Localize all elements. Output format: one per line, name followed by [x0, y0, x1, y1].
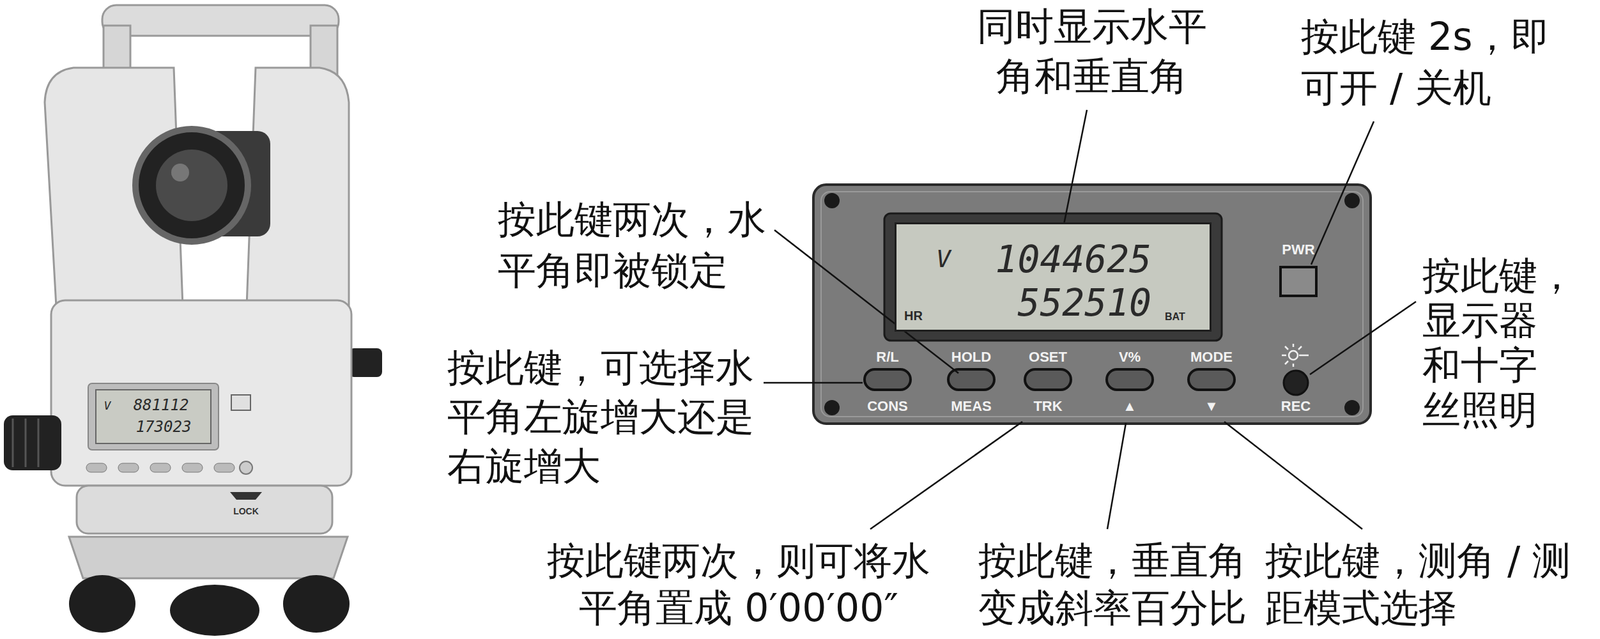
- display-symbol: HR: [904, 308, 923, 323]
- lock-mark: LOCK: [233, 506, 259, 517]
- key-name: R/L: [876, 348, 899, 366]
- display-reading: 1044625: [995, 239, 1152, 281]
- key-name: HOLD: [951, 348, 992, 366]
- display-reading: 552510: [1017, 283, 1152, 324]
- leader-lines: [763, 109, 1416, 530]
- callout-text: 按此键两次，水 平角即被锁定: [497, 193, 782, 296]
- callout-text: 按此键两次，则可将水 平角置成 0′00′00″: [539, 536, 939, 632]
- callout-text: 按此键，可选择水 平角左旋增大还是 右旋增大: [447, 343, 770, 491]
- key-name: OSET: [1028, 348, 1068, 366]
- callout-text: 按此键，垂直角 变成斜率百分比: [970, 536, 1255, 632]
- callout-text: 按此键 2s，即 可开 / 关机: [1300, 10, 1566, 114]
- callout-text: 按此键， 显示器 和十字 丝照明: [1422, 253, 1588, 432]
- key-name: ▼: [1204, 398, 1219, 415]
- key-name: MEAS: [950, 398, 992, 415]
- key-name: PWR: [1281, 241, 1315, 259]
- display-symbol: V: [936, 246, 951, 273]
- key-name: CONS: [867, 398, 908, 415]
- display-reading: 173023: [136, 417, 192, 436]
- key-name: ▲: [1122, 398, 1137, 415]
- control-panel: [813, 184, 1371, 424]
- display-reading: 881112: [133, 396, 190, 415]
- callout-text: 同时显示水平 角和垂直角: [969, 1, 1215, 101]
- light-icon: [1281, 343, 1309, 367]
- display-reading: V: [104, 398, 112, 413]
- lcd-screen: V 1044625HR 552510BAT: [894, 222, 1212, 332]
- key-name: MODE: [1190, 348, 1233, 366]
- key-name: TRK: [1033, 398, 1062, 415]
- display-symbol: BAT: [1164, 311, 1186, 323]
- theodolite-drawing: [3, 5, 383, 636]
- key-name: V%: [1118, 348, 1141, 366]
- callout-text: 按此键，测角 / 测 距模式选择: [1265, 536, 1595, 632]
- key-name: REC: [1281, 398, 1311, 415]
